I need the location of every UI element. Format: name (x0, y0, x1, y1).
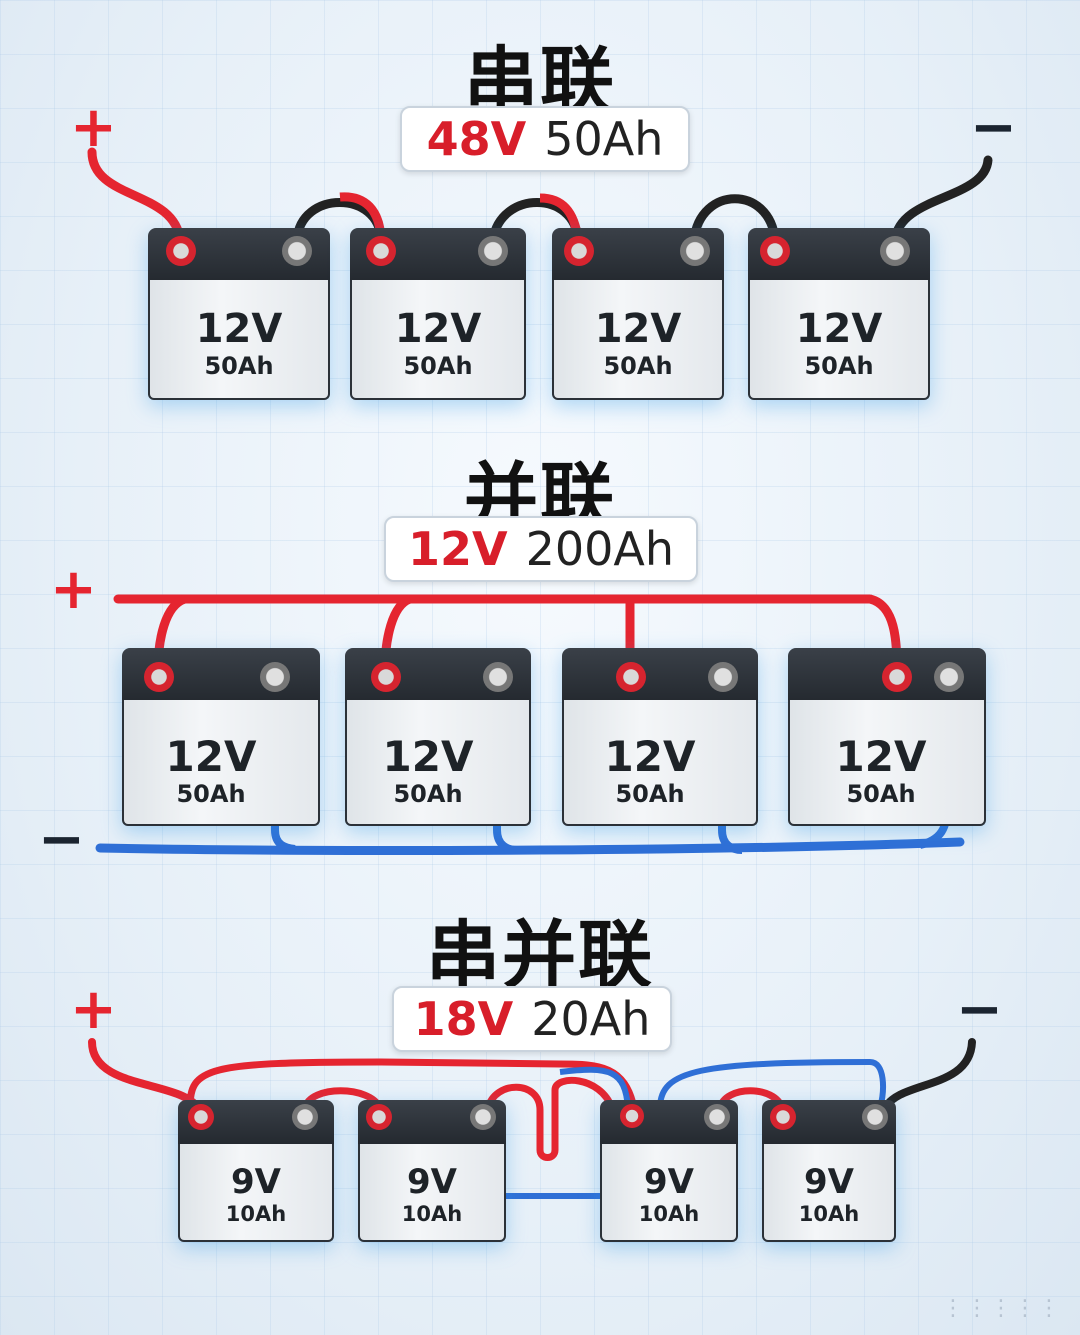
battery-voltage: 12V (195, 306, 283, 352)
negative-terminal-icon (880, 236, 910, 266)
battery-capacity: 50Ah (615, 780, 685, 808)
battery-voltage: 9V (644, 1162, 694, 1202)
series-minus-sign: − (970, 95, 1017, 160)
battery-voltage: 12V (394, 306, 482, 352)
negative-terminal-icon (680, 236, 710, 266)
negative-terminal-icon (704, 1104, 730, 1130)
series-voltage: 48V (426, 112, 527, 166)
positive-terminal-icon (770, 1104, 796, 1130)
negative-terminal-icon (862, 1104, 888, 1130)
series-parallel-voltage: 18V (413, 992, 514, 1046)
battery-capacity: 10Ah (798, 1202, 860, 1226)
parallel-battery-4: 12V 50Ah (788, 648, 986, 826)
battery-capacity: 10Ah (401, 1202, 463, 1226)
watermark: ⋮⋮⋮⋮⋮ (942, 1296, 1062, 1321)
series-parallel-capacity: 20Ah (531, 992, 651, 1046)
positive-terminal-icon (371, 662, 401, 692)
series-capacity: 50Ah (544, 112, 664, 166)
battery-voltage: 12V (382, 732, 474, 781)
positive-terminal-icon (366, 1104, 392, 1130)
series-plus-sign: + (70, 95, 117, 160)
series-battery-3: 12V 50Ah (552, 228, 724, 400)
positive-terminal-icon (882, 662, 912, 692)
positive-terminal-icon (144, 662, 174, 692)
series-parallel-battery-2: 9V 10Ah (358, 1100, 506, 1242)
battery-capacity: 50Ah (393, 780, 463, 808)
battery-capacity: 50Ah (804, 352, 874, 380)
parallel-capacity: 200Ah (525, 522, 675, 576)
parallel-voltage: 12V (407, 522, 508, 576)
series-battery-2: 12V 50Ah (350, 228, 526, 400)
negative-terminal-icon (708, 662, 738, 692)
battery-voltage: 9V (804, 1162, 854, 1202)
negative-terminal-icon (478, 236, 508, 266)
battery-voltage: 12V (604, 732, 696, 781)
battery-voltage: 12V (165, 732, 257, 781)
series-parallel-battery-1: 9V 10Ah (178, 1100, 334, 1242)
negative-terminal-icon (934, 662, 964, 692)
positive-terminal-icon (188, 1104, 214, 1130)
battery-capacity: 10Ah (638, 1202, 700, 1226)
series-parallel-spec-box: 18V 20Ah (392, 986, 672, 1052)
negative-terminal-icon (260, 662, 290, 692)
battery-capacity: 50Ah (204, 352, 274, 380)
series-parallel-title: 串并联 (426, 913, 654, 999)
positive-terminal-icon (760, 236, 790, 266)
series-parallel-battery-4: 9V 10Ah (762, 1100, 896, 1242)
series-spec-box: 48V 50Ah (400, 106, 690, 172)
battery-voltage: 9V (407, 1162, 457, 1202)
series-parallel-minus-sign: − (956, 977, 1003, 1042)
positive-terminal-icon (620, 1104, 644, 1128)
series-parallel-plus-sign: + (70, 977, 117, 1042)
negative-terminal-icon (292, 1104, 318, 1130)
battery-voltage: 9V (231, 1162, 281, 1202)
battery-capacity: 50Ah (603, 352, 673, 380)
negative-terminal-icon (483, 662, 513, 692)
positive-terminal-icon (166, 236, 196, 266)
battery-voltage: 12V (594, 306, 682, 352)
parallel-battery-1: 12V 50Ah (122, 648, 320, 826)
battery-voltage: 12V (835, 732, 927, 781)
battery-capacity: 10Ah (225, 1202, 287, 1226)
series-parallel-battery-3: 9V 10Ah (600, 1100, 738, 1242)
parallel-minus-sign: − (38, 807, 85, 872)
battery-capacity: 50Ah (176, 780, 246, 808)
negative-terminal-icon (282, 236, 312, 266)
positive-terminal-icon (564, 236, 594, 266)
positive-terminal-icon (366, 236, 396, 266)
battery-capacity: 50Ah (846, 780, 916, 808)
parallel-battery-2: 12V 50Ah (345, 648, 531, 826)
negative-terminal-icon (470, 1104, 496, 1130)
parallel-plus-sign: + (50, 557, 97, 622)
positive-terminal-icon (616, 662, 646, 692)
parallel-spec-box: 12V 200Ah (384, 516, 698, 582)
series-battery-4: 12V 50Ah (748, 228, 930, 400)
parallel-battery-3: 12V 50Ah (562, 648, 758, 826)
battery-capacity: 50Ah (403, 352, 473, 380)
series-battery-1: 12V 50Ah (148, 228, 330, 400)
battery-voltage: 12V (795, 306, 883, 352)
